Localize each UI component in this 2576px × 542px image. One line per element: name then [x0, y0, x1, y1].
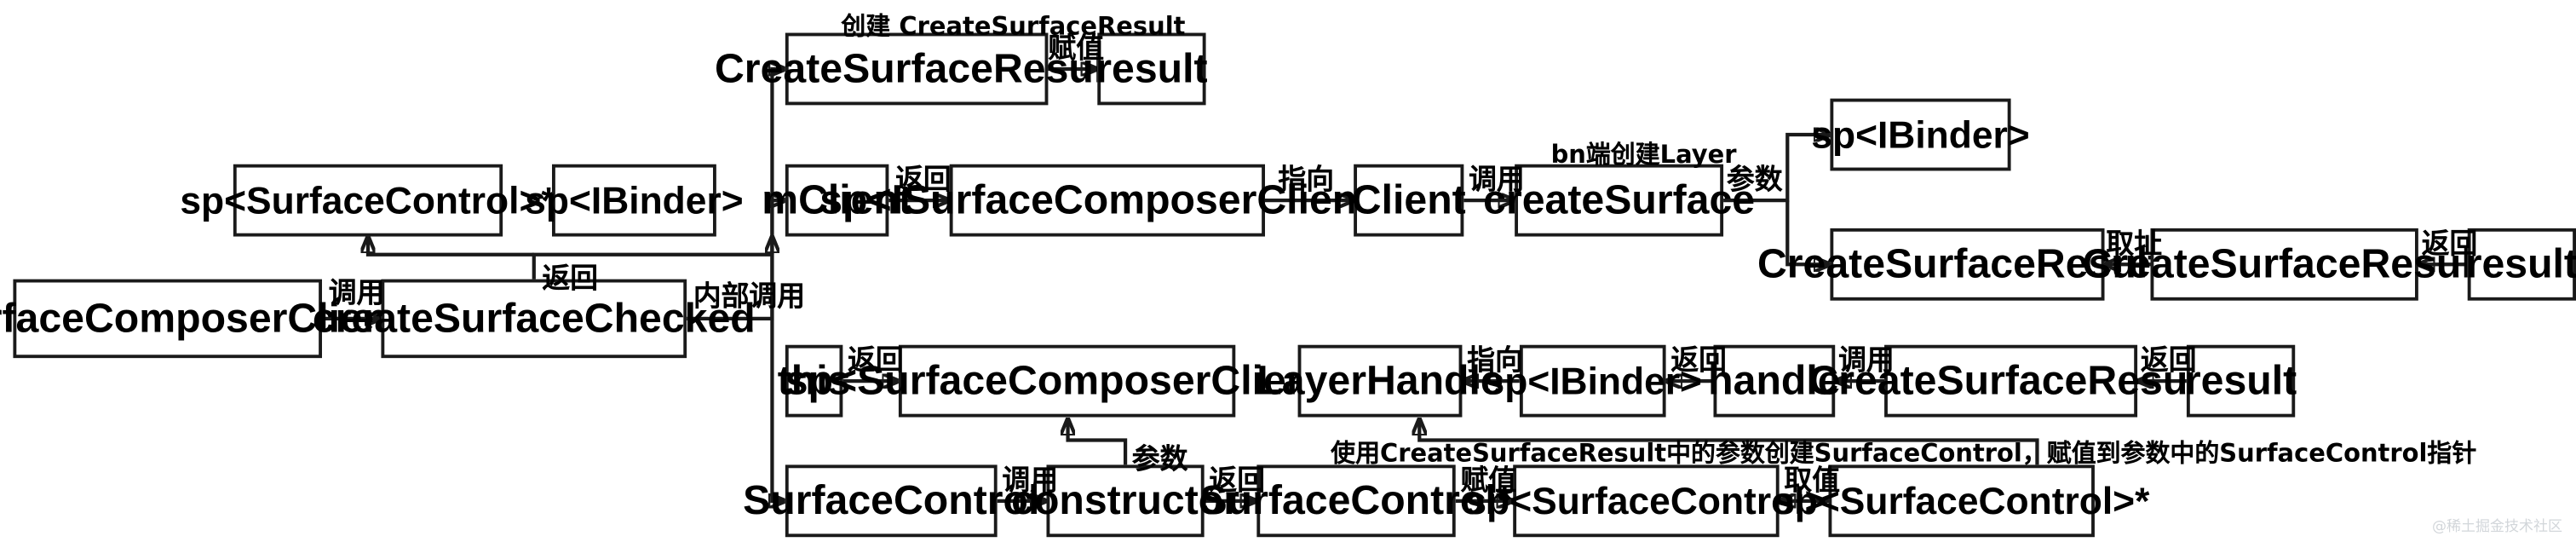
- node-create-surface-result-row2[interactable]: CreateSurfaceResult: [2083, 228, 2487, 301]
- node-sp-surface-control-ptr-top[interactable]: sp<SurfaceControl>*: [180, 164, 556, 237]
- node-sp-ibinder-right[interactable]: sp<IBinder>: [1811, 98, 2030, 171]
- edge-label-internal-call: 内部调用: [693, 280, 805, 314]
- edge-label-return-to-outparams: 返回: [542, 262, 598, 296]
- edge-label-call-scc-to-csc: 调用: [328, 277, 385, 311]
- node-label: mClient: [762, 176, 913, 223]
- edge-label-call-handle: 调用: [1838, 344, 1895, 378]
- node-surface-control-ptr[interactable]: SurfaceControl*: [1200, 464, 1513, 538]
- edge-label-return-mclient: 返回: [895, 164, 952, 198]
- node-label: createSurfaceChecked: [312, 295, 756, 342]
- edge-label-assign-result-row1: 赋值: [1048, 32, 1104, 66]
- edge-label-point-to-client: 指向: [1278, 164, 1334, 198]
- edge-label-return-result-row2: 返回: [2421, 228, 2478, 262]
- node-sp-surface-control-ptr-bottom[interactable]: sp<SurfaceControl>*: [1774, 464, 2149, 538]
- node-sp-isurface-composer-client[interactable]: sp<ISurfaceComposerClient>: [819, 164, 1394, 237]
- node-create-surface-result-row3[interactable]: CreateSurfaceResult: [1808, 344, 2213, 418]
- node-mclient[interactable]: mClient: [762, 164, 912, 237]
- node-label: constructor: [1011, 477, 1240, 524]
- node-layer-handle[interactable]: LayerHandle: [1256, 344, 1504, 418]
- node-label: result: [2465, 241, 2576, 288]
- node-constructor[interactable]: constructor: [1011, 464, 1239, 538]
- edge-label-call-create-surface: 调用: [1469, 164, 1525, 198]
- node-label: createSurface: [1483, 176, 1756, 223]
- edge-label-bn-create-layer: bn端创建Layer: [1550, 139, 1737, 170]
- node-label: result: [2184, 357, 2297, 404]
- edge-label-get-value: 取值: [1784, 464, 1840, 498]
- node-result-row2[interactable]: result: [2465, 228, 2576, 301]
- node-result-row3[interactable]: result: [2184, 344, 2297, 418]
- node-sp-ibinder-row3[interactable]: sp<IBinder>: [1484, 344, 1702, 418]
- edge-label-return-this: 返回: [848, 344, 904, 378]
- node-surface-composer-client[interactable]: SurfaceComposerClient: [0, 279, 401, 359]
- node-label: sp<IBinder>: [525, 178, 744, 222]
- edge-label-params-constructor: 参数: [1131, 443, 1188, 476]
- node-surface-control[interactable]: SurfaceControl: [743, 464, 1039, 538]
- node-label: handle: [1708, 357, 1841, 404]
- node-create-surface-checked[interactable]: createSurfaceChecked: [313, 279, 756, 359]
- edge-label-call-constructor: 调用: [1002, 464, 1058, 498]
- node-client[interactable]: Client: [1351, 164, 1466, 237]
- node-handle[interactable]: handle: [1708, 344, 1841, 418]
- node-sp-surface-composer-client[interactable]: sp<SurfaceComposerClient>: [785, 344, 1349, 418]
- edge-label-addr-of: 取址: [2106, 228, 2162, 262]
- node-label: sp<IBinder>: [1811, 112, 2030, 156]
- node-label: Client: [1351, 176, 1466, 223]
- edge-label-params-create-surface: 参数: [1726, 164, 1783, 198]
- node-label: sp<SurfaceControl>: [1465, 479, 1827, 522]
- node-sp-surface-control[interactable]: sp<SurfaceControl>: [1465, 464, 1826, 538]
- node-create-surface-result-row1[interactable]: CreateSurfaceResult: [715, 32, 1118, 106]
- node-label: this: [777, 357, 851, 404]
- node-create-surface-result-ptr[interactable]: CreateSurfaceResult*: [1757, 228, 2177, 301]
- node-create-surface[interactable]: createSurface: [1483, 164, 1755, 237]
- edge-label-return-handle: 返回: [1670, 344, 1727, 378]
- edge-label-point-to-layer-handle: 指向: [1467, 344, 1523, 378]
- edge-label-assign-sp-surface-control: 赋值: [1460, 464, 1517, 498]
- edge-label-return-result-row3: 返回: [2140, 344, 2197, 378]
- node-label: sp<SurfaceControl>*: [180, 178, 556, 222]
- node-this[interactable]: this: [778, 344, 850, 418]
- watermark: @稀土掘金技术社区: [2432, 518, 2562, 535]
- node-label: result: [1095, 45, 1208, 92]
- node-sp-ibinder-top[interactable]: sp<IBinder>: [525, 164, 744, 237]
- edge-label-create-create-surface-result: 创建 CreateSurfaceResult: [841, 11, 1186, 42]
- node-result-row1[interactable]: result: [1095, 32, 1208, 106]
- node-label: sp<SurfaceControl>*: [1774, 479, 2150, 522]
- edge-label-return-surface-control-ptr: 返回: [1209, 464, 1265, 498]
- node-label: SurfaceControl: [743, 477, 1040, 524]
